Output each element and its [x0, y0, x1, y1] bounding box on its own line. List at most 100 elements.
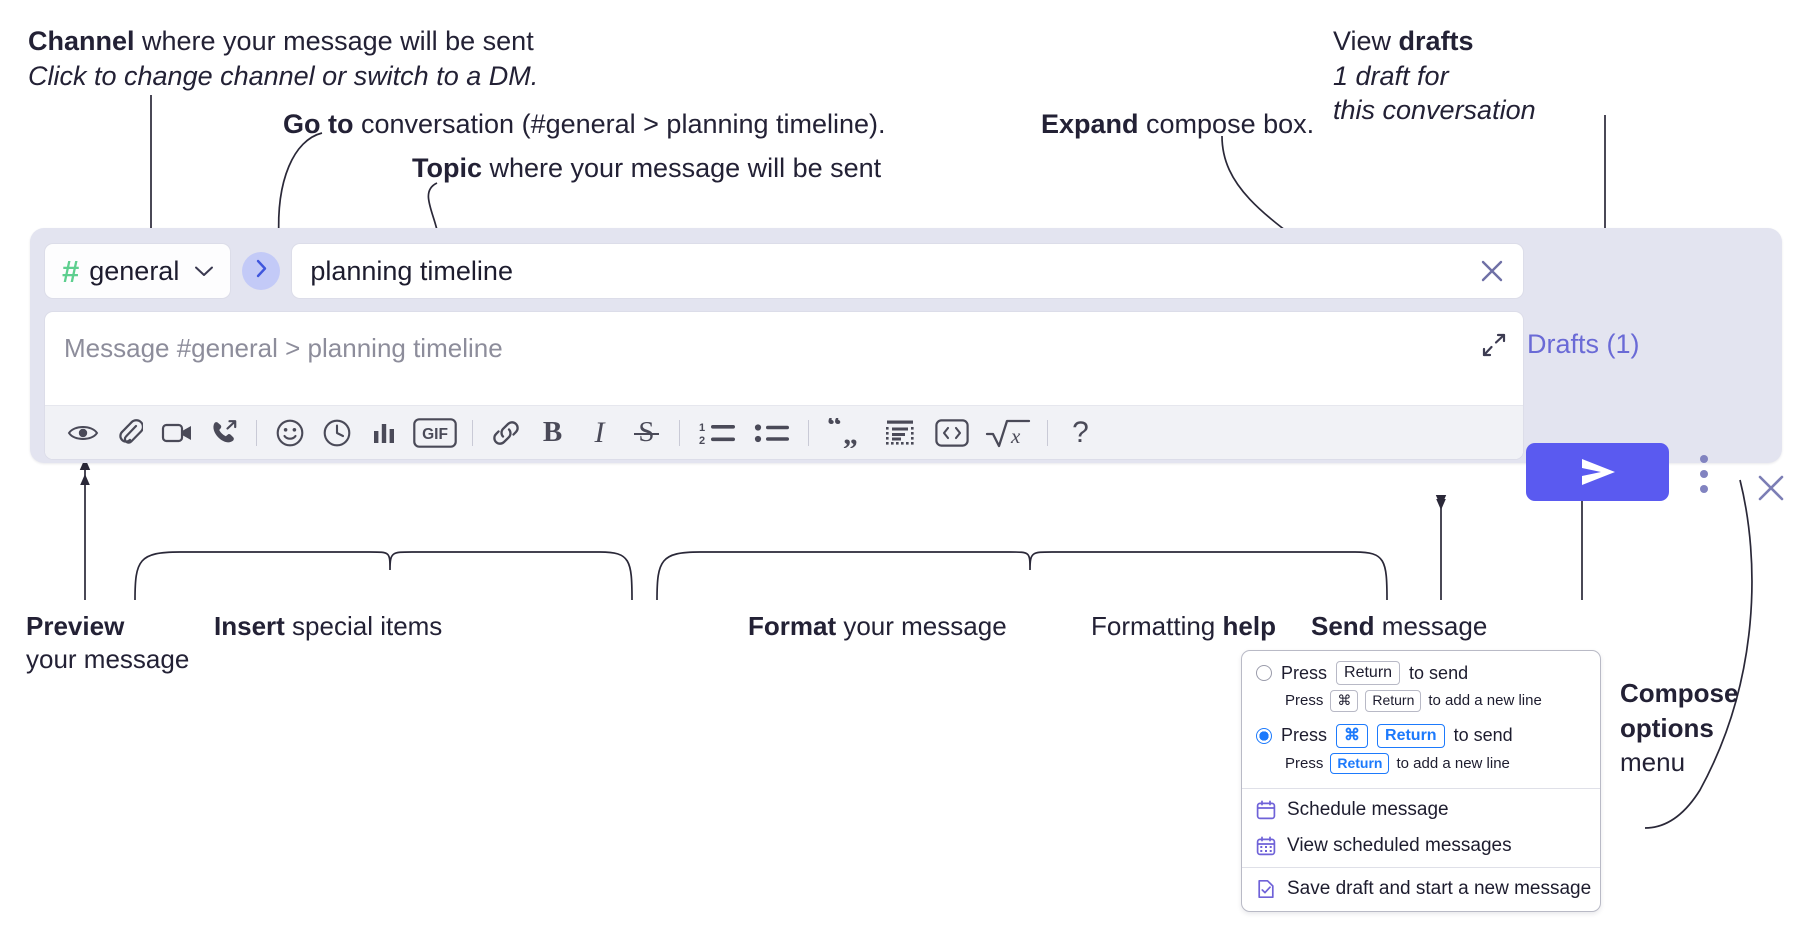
compose-options-button[interactable]: [1692, 455, 1716, 493]
blockquote-button[interactable]: “ „: [818, 410, 874, 456]
bold-button[interactable]: B: [529, 410, 576, 456]
key-command: ⌘: [1336, 723, 1369, 748]
annotation-format: Format your message: [748, 610, 1007, 643]
annotation-preview-line2: your message: [26, 644, 190, 675]
send-option-cmd-return[interactable]: Press ⌘ Return to send Press Return to a…: [1242, 722, 1600, 789]
separator-5: [1047, 419, 1048, 446]
menu-item-view-scheduled[interactable]: View scheduled messages: [1242, 828, 1600, 867]
menu-item-label: Save draft and start a new message: [1287, 878, 1592, 899]
annotation-expand: Expand compose box.: [1041, 107, 1314, 142]
send-paper-plane-icon: [1581, 459, 1615, 485]
annotation-preview: Preview your message: [26, 610, 189, 677]
clock-icon: [323, 419, 350, 446]
key-return: Return: [1377, 723, 1445, 748]
annotation-channel-bold: Channel: [28, 26, 135, 56]
menu-item-label: Schedule message: [1287, 799, 1449, 820]
annotation-goto: Go to conversation (#general > planning …: [283, 107, 886, 142]
gif-button[interactable]: GIF: [407, 410, 463, 456]
audio-clip-button[interactable]: [200, 410, 247, 456]
opt2-post: to send: [1453, 725, 1513, 745]
video-clip-button[interactable]: [153, 410, 200, 456]
annotation-expand-rest: compose box.: [1138, 109, 1315, 139]
strikethrough-button[interactable]: S: [623, 410, 670, 456]
annotation-drafts-sub2: this conversation: [1333, 95, 1536, 126]
inline-code-button[interactable]: [926, 410, 978, 456]
annotation-goto-bold: Go to: [283, 109, 354, 139]
message-input[interactable]: Message #general > planning timeline: [45, 312, 1523, 428]
opt2-pre: Press: [1281, 725, 1328, 745]
go-to-conversation-button[interactable]: [242, 252, 281, 290]
smiley-icon: [276, 419, 303, 446]
close-icon[interactable]: [1477, 256, 1507, 286]
italic-button[interactable]: I: [576, 410, 623, 456]
annotation-compose-options: Compose options menu: [1620, 676, 1738, 780]
annotation-channel-rest: where your message will be sent: [134, 26, 534, 56]
annotation-formatting-help: Formatting help: [1091, 610, 1276, 643]
strikethrough-letter: S: [638, 416, 655, 448]
menu-item-schedule-message[interactable]: Schedule message: [1242, 789, 1600, 828]
close-icon: [1758, 475, 1784, 501]
annotation-format-rest: your message: [836, 611, 1007, 641]
annotation-format-bold: Format: [748, 611, 837, 641]
annotation-send-bold: Send: [1311, 611, 1375, 641]
calendar-clock-icon: [1256, 800, 1276, 820]
annotation-insert: Insert special items: [214, 610, 442, 643]
radio-unselected-icon[interactable]: [1256, 665, 1272, 681]
calendar-grid-icon: [1256, 836, 1276, 856]
menu-item-save-draft[interactable]: Save draft and start a new message: [1242, 868, 1600, 911]
math-button[interactable]: x: [978, 410, 1038, 456]
formatting-help-button[interactable]: ?: [1057, 410, 1104, 456]
annotation-help-bold: help: [1222, 611, 1276, 641]
topic-input[interactable]: planning timeline: [291, 243, 1524, 299]
annotation-topic: Topic where your message will be sent: [412, 151, 881, 186]
svg-text:“: “: [827, 418, 842, 442]
annotation-drafts: View drafts 1 draft for this conversatio…: [1333, 24, 1536, 128]
link-button[interactable]: [482, 410, 529, 456]
key-command: ⌘: [1330, 690, 1359, 712]
angle-brackets-icon: [935, 418, 969, 447]
italic-icon: I: [594, 415, 605, 449]
send-option-return-main: Press Return to send: [1256, 661, 1586, 685]
chevron-right-icon: [255, 259, 268, 283]
drafts-link[interactable]: Drafts (1): [1527, 329, 1640, 359]
key-return: Return: [1336, 661, 1401, 685]
annotation-drafts-bold: drafts: [1398, 26, 1474, 56]
separator-1: [256, 419, 257, 446]
annotation-expand-bold: Expand: [1041, 109, 1139, 139]
channel-selector[interactable]: # general: [44, 243, 232, 299]
paperclip-icon: [118, 419, 143, 444]
code-block-icon: [886, 420, 914, 445]
menu-divider: [1242, 788, 1600, 789]
attach-button[interactable]: [106, 410, 153, 456]
annotation-compose-bold2: options: [1620, 712, 1714, 743]
opt1-pre: Press: [1281, 662, 1328, 683]
menu-item-label: View scheduled messages: [1287, 835, 1512, 856]
ordered-list-button[interactable]: 1 2: [689, 410, 745, 456]
preview-button[interactable]: [59, 410, 106, 456]
svg-text:„: „: [843, 418, 858, 448]
bar-chart-icon: [373, 423, 394, 443]
annotation-goto-rest: conversation (#general > planning timeli…: [353, 109, 886, 139]
annotation-channel-sub: Click to change channel or switch to a D…: [28, 60, 539, 91]
strikethrough-icon: S: [634, 416, 659, 448]
send-option-return[interactable]: Press Return to send Press ⌘ Return to a…: [1242, 651, 1600, 722]
annotation-preview-bold: Preview: [26, 611, 125, 641]
poll-button[interactable]: [360, 410, 407, 456]
annotation-send-rest: message: [1374, 611, 1488, 641]
emoji-button[interactable]: [266, 410, 313, 456]
radio-selected-icon[interactable]: [1256, 727, 1272, 744]
opt1-post: to send: [1409, 662, 1469, 683]
message-editor[interactable]: Message #general > planning timeline: [44, 311, 1524, 460]
separator-2: [472, 419, 473, 446]
expand-diagonal-icon[interactable]: [1479, 330, 1509, 365]
bulleted-list-icon: [754, 423, 789, 442]
bulleted-list-button[interactable]: [745, 410, 799, 456]
reminder-button[interactable]: [313, 410, 360, 456]
annotation-topic-rest: where your message will be sent: [482, 153, 882, 183]
code-block-button[interactable]: [874, 410, 926, 456]
compose-options-menu: Press Return to send Press ⌘ Return to a…: [1241, 650, 1601, 912]
key-return: Return: [1365, 690, 1422, 712]
close-panel-button[interactable]: [1754, 471, 1788, 510]
send-button[interactable]: [1526, 443, 1669, 501]
